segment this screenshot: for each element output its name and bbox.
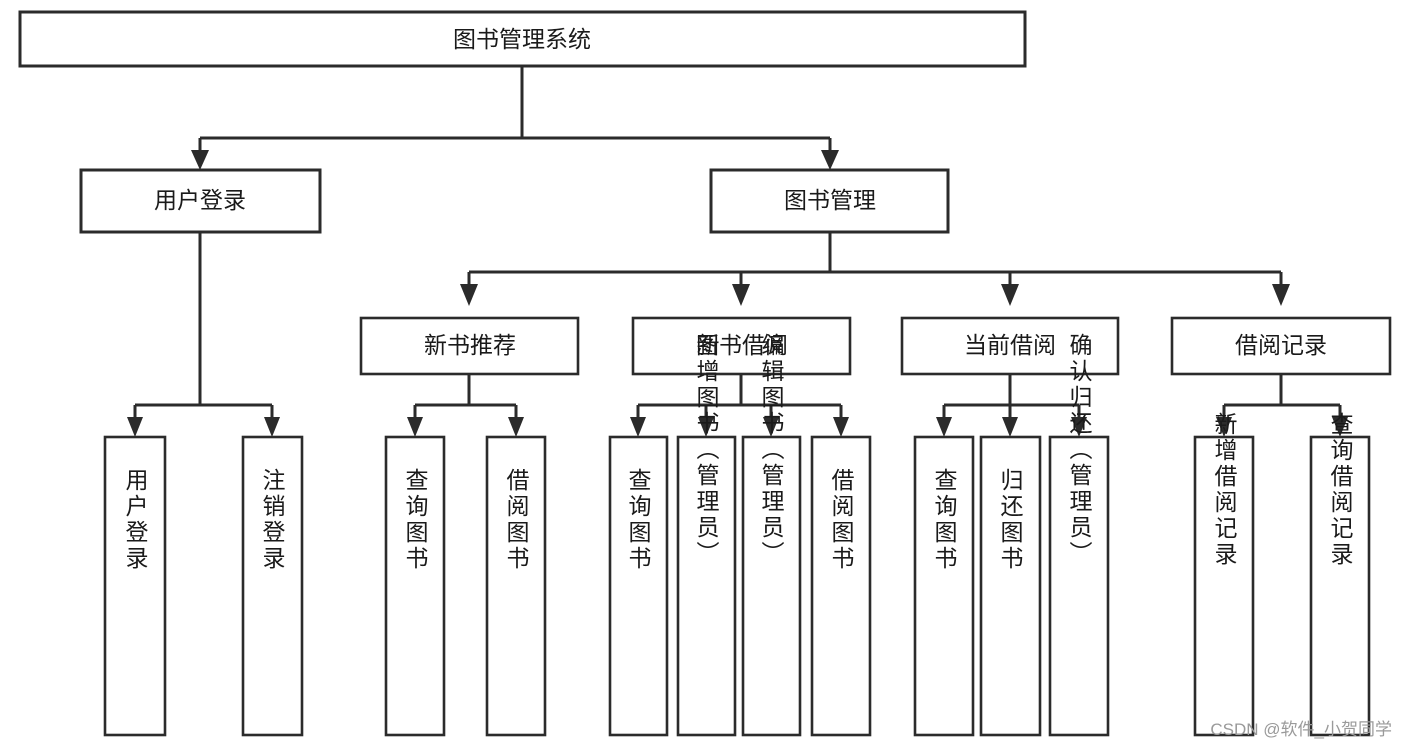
node-leaf-query-book-borrow-label: 查询图书	[625, 468, 652, 572]
node-leaf-return-book-box[interactable]	[979, 435, 1042, 737]
node-leaf-confirm-return-admin-label: 确认归还（管理员）	[1066, 333, 1093, 567]
arrowhead-borrow-record	[1272, 284, 1290, 306]
arrowhead-leaf-borrow-book	[833, 417, 849, 437]
arrowhead-leaf-return-book	[1002, 417, 1018, 437]
node-leaf-return-book-label: 归还图书	[997, 468, 1024, 572]
node-leaf-user-login[interactable]: 用户登录	[103, 435, 167, 737]
arrowhead-leaf-user-login	[127, 417, 143, 437]
node-book-management[interactable]: 图书管理	[709, 168, 950, 234]
node-leaf-user-logout-box[interactable]	[241, 435, 304, 737]
arrowhead-book-borrow	[732, 284, 750, 306]
node-leaf-confirm-return-admin[interactable]: 确认归还（管理员）	[1048, 333, 1110, 737]
arrowhead-leaf-query-book-cur	[936, 417, 952, 437]
node-user-login-label: 用户登录	[154, 187, 246, 213]
node-leaf-user-logout-label: 注销登录	[259, 468, 286, 572]
node-user-login-box[interactable]	[79, 168, 322, 234]
node-leaf-borrow-book-rec-box[interactable]	[485, 435, 547, 737]
node-borrow-record-label: 借阅记录	[1235, 332, 1327, 358]
node-leaf-query-book-rec[interactable]: 查询图书	[384, 435, 446, 737]
node-leaf-edit-book-admin-label: 编辑图书（管理员）	[758, 333, 785, 567]
node-leaf-borrow-book-box[interactable]	[810, 435, 872, 737]
node-leaf-user-login-box[interactable]	[103, 435, 167, 737]
arrowhead-leaf-borrow-book-rec	[508, 417, 524, 437]
node-borrow-record[interactable]: 借阅记录	[1170, 316, 1392, 376]
arrowhead-leaf-confirm-return-admin	[1071, 417, 1087, 437]
arrowhead-current-borrow	[1001, 284, 1019, 306]
node-current-borrow-box[interactable]	[900, 316, 1120, 376]
node-leaf-query-borrow-record-box[interactable]	[1309, 435, 1371, 737]
node-leaf-user-login-label: 用户登录	[122, 468, 149, 572]
arrowhead-leaf-query-borrow-record	[1332, 417, 1348, 437]
arrowhead-leaf-query-book-borrow	[630, 417, 646, 437]
node-new-book-recommend-box[interactable]	[359, 316, 580, 376]
node-book-management-box[interactable]	[709, 168, 950, 234]
node-leaf-query-borrow-record[interactable]: 查询借阅记录	[1309, 412, 1371, 737]
node-leaf-query-book-cur-box[interactable]	[913, 435, 975, 737]
node-leaf-add-borrow-record-label: 新增借阅记录	[1211, 412, 1238, 568]
arrowhead-leaf-query-book-rec	[407, 417, 423, 437]
node-new-book-recommend-label: 新书推荐	[424, 332, 516, 358]
node-leaf-add-book-admin-box[interactable]	[676, 435, 737, 737]
node-leaf-add-book-admin-label: 新增图书（管理员）	[693, 333, 720, 567]
node-leaf-query-book-cur[interactable]: 查询图书	[913, 435, 975, 737]
node-new-book-recommend[interactable]: 新书推荐	[359, 316, 580, 376]
node-root[interactable]: 图书管理系统	[18, 10, 1027, 68]
node-leaf-add-borrow-record-box[interactable]	[1193, 435, 1255, 737]
node-book-borrow-label: 图书借阅	[696, 332, 788, 358]
node-leaf-query-book-borrow[interactable]: 查询图书	[608, 435, 669, 737]
node-leaf-borrow-book-rec-label: 借阅图书	[503, 468, 530, 572]
node-book-borrow-box[interactable]	[631, 316, 852, 376]
node-leaf-query-book-cur-label: 查询图书	[931, 468, 958, 572]
arrowhead-leaf-edit-book-admin	[763, 417, 779, 437]
node-leaf-borrow-book-rec[interactable]: 借阅图书	[485, 435, 547, 737]
node-root-box[interactable]	[18, 10, 1027, 68]
csdn-watermark: CSDN @软件_小贺同学	[1210, 720, 1392, 739]
node-root-label: 图书管理系统	[453, 26, 591, 52]
node-leaf-edit-book-admin-box[interactable]	[741, 435, 802, 737]
arrowhead-leaf-user-logout	[264, 417, 280, 437]
node-leaf-borrow-book[interactable]: 借阅图书	[810, 435, 872, 737]
node-user-login[interactable]: 用户登录	[79, 168, 322, 234]
node-leaf-query-book-rec-label: 查询图书	[402, 468, 429, 572]
node-leaf-borrow-book-label: 借阅图书	[828, 468, 855, 572]
node-borrow-record-box[interactable]	[1170, 316, 1392, 376]
node-leaf-user-logout[interactable]: 注销登录	[241, 435, 304, 737]
node-leaf-query-book-rec-box[interactable]	[384, 435, 446, 737]
arrowhead-new-book-recommend	[460, 284, 478, 306]
connector-layer	[127, 66, 1348, 437]
node-leaf-query-borrow-record-label: 查询借阅记录	[1327, 412, 1354, 568]
node-leaf-add-borrow-record[interactable]: 新增借阅记录	[1193, 412, 1255, 737]
arrowhead-user-login	[191, 150, 209, 170]
arrowhead-book-management	[821, 150, 839, 170]
node-current-borrow-label: 当前借阅	[964, 332, 1056, 358]
node-leaf-return-book[interactable]: 归还图书	[979, 435, 1042, 737]
node-book-management-label: 图书管理	[784, 187, 876, 213]
arrowhead-leaf-add-borrow-record	[1216, 417, 1232, 437]
node-leaf-edit-book-admin[interactable]: 编辑图书（管理员）	[741, 333, 802, 737]
node-current-borrow[interactable]: 当前借阅	[900, 316, 1120, 376]
node-book-borrow[interactable]: 图书借阅	[631, 316, 852, 376]
arrowhead-leaf-add-book-admin	[698, 417, 714, 437]
node-leaf-add-book-admin[interactable]: 新增图书（管理员）	[676, 333, 737, 737]
node-leaf-query-book-borrow-box[interactable]	[608, 435, 669, 737]
node-leaf-confirm-return-admin-box[interactable]	[1048, 435, 1110, 737]
